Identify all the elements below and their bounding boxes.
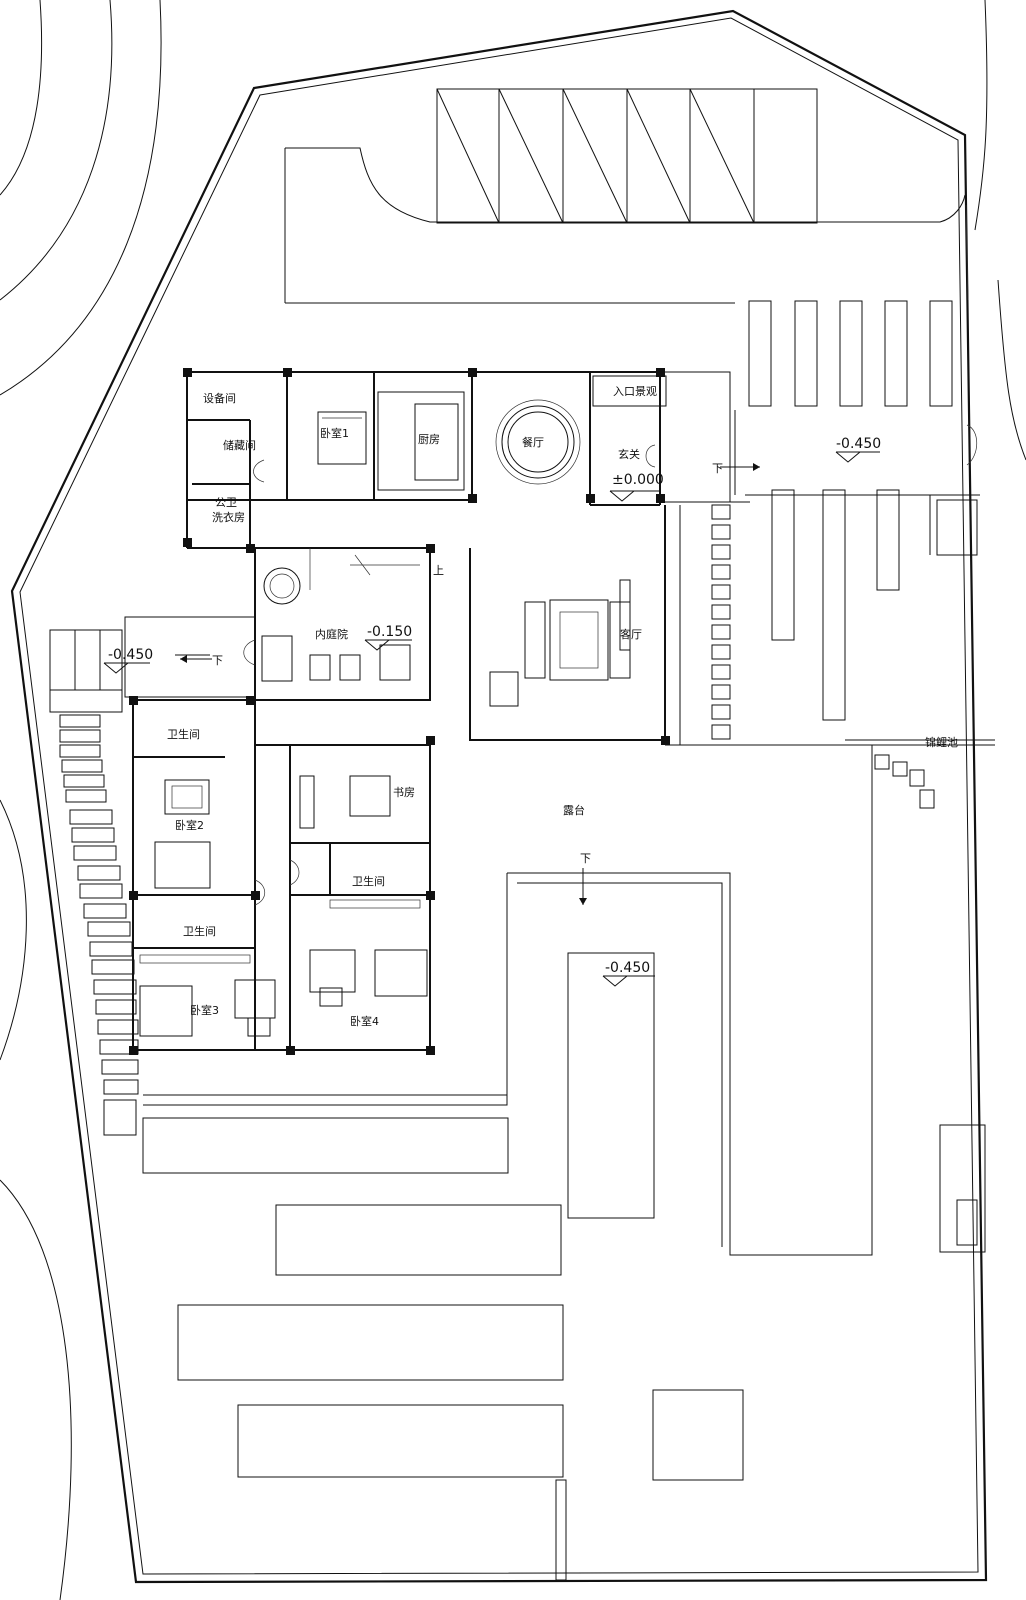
label-storage: 储藏间	[223, 438, 256, 452]
label-bath-b: 卫生间	[352, 874, 385, 888]
label-entrance-view: 入口景观	[613, 385, 657, 398]
stair-up: 上	[433, 564, 444, 577]
room-labels: 设备间 储藏间 卧室1 厨房 餐厅 入口景观 玄关 公卫 洗衣房 内庭院 客厅 …	[167, 385, 958, 1028]
label-bedroom3: 卧室3	[190, 1003, 219, 1017]
label-bedroom1: 卧室1	[320, 426, 349, 440]
label-bedroom4: 卧室4	[350, 1014, 379, 1028]
stair-labels: 上 下 下 下	[212, 462, 723, 865]
terrace-garden	[142, 410, 995, 1581]
west-entrance	[49, 616, 256, 1136]
label-equipment: 设备间	[203, 391, 236, 405]
stair-down-east: 下	[712, 462, 723, 475]
label-study: 书房	[393, 786, 415, 799]
label-foyer: 玄关	[618, 447, 640, 461]
label-public-wc: 公卫	[215, 496, 237, 509]
label-kitchen: 厨房	[418, 433, 440, 446]
level-labels: ±0.000 -0.450 -0.450 -0.150 -0.450	[108, 436, 881, 976]
level-pool: -0.450	[605, 960, 650, 976]
label-dining: 餐厅	[522, 435, 544, 449]
level-drive: -0.450	[836, 436, 881, 452]
parking-area	[284, 88, 980, 721]
label-bath-c: 卫生间	[183, 924, 216, 938]
level-foyer: ±0.000	[612, 472, 664, 488]
level-markers	[103, 451, 880, 987]
label-living: 客厅	[620, 627, 642, 641]
level-courtyard: -0.150	[367, 624, 412, 640]
label-koi-pond: 锦鲤池	[925, 735, 958, 749]
stair-down-south: 下	[580, 852, 591, 865]
north-block	[183, 368, 731, 549]
label-bedroom2: 卧室2	[175, 818, 204, 832]
label-courtyard: 内庭院	[315, 627, 348, 641]
site-boundary	[10, 9, 988, 1584]
level-west: -0.450	[108, 647, 153, 663]
south-wing	[129, 696, 435, 1055]
label-laundry: 洗衣房	[212, 510, 245, 524]
stair-down-west: 下	[212, 654, 223, 667]
label-terrace: 露台	[563, 803, 585, 817]
label-bath-a: 卫生间	[167, 727, 200, 741]
courtyard-living	[243, 505, 670, 745]
